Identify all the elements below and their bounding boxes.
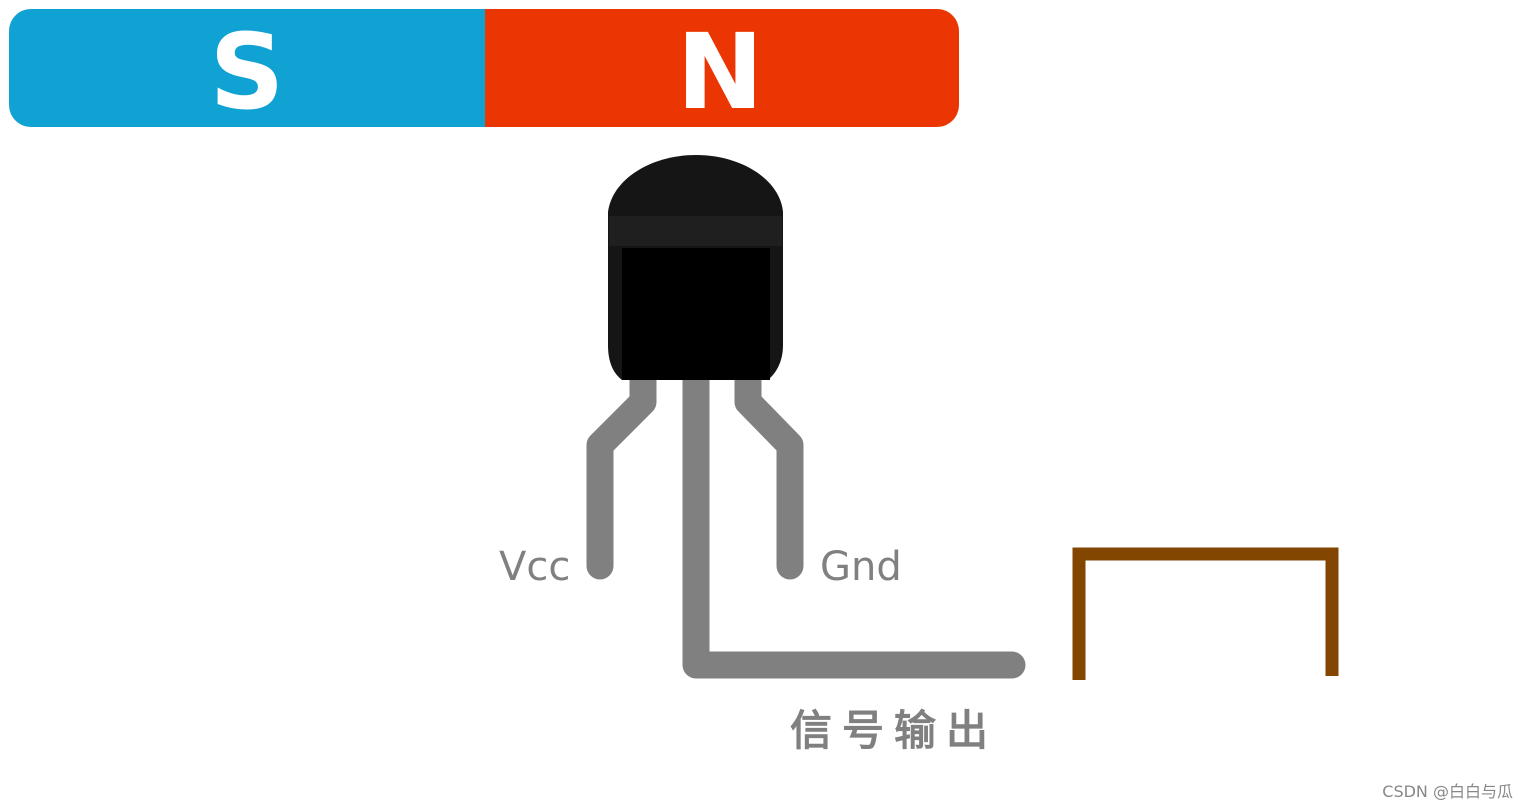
output-pulse-waveform [1072, 547, 1339, 680]
north-pole-label: N [676, 11, 763, 133]
sensor-leads [586, 361, 1026, 679]
sensor-face [622, 248, 770, 380]
magnet-north-pole [485, 9, 959, 127]
magnet-south-pole [9, 9, 485, 127]
bar-magnet: S N [9, 9, 959, 133]
sensor-band [609, 216, 782, 246]
vcc-label: Vcc [499, 544, 570, 590]
gnd-lead [734, 361, 804, 580]
signal-output-label: 信号输出 [790, 706, 998, 755]
hall-sensor-body [608, 155, 783, 380]
gnd-label: Gnd [820, 544, 902, 590]
vcc-lead [586, 361, 657, 580]
signal-lead [682, 361, 1026, 679]
watermark: CSDN @白白与瓜 [1382, 782, 1513, 801]
south-pole-label: S [210, 11, 285, 133]
